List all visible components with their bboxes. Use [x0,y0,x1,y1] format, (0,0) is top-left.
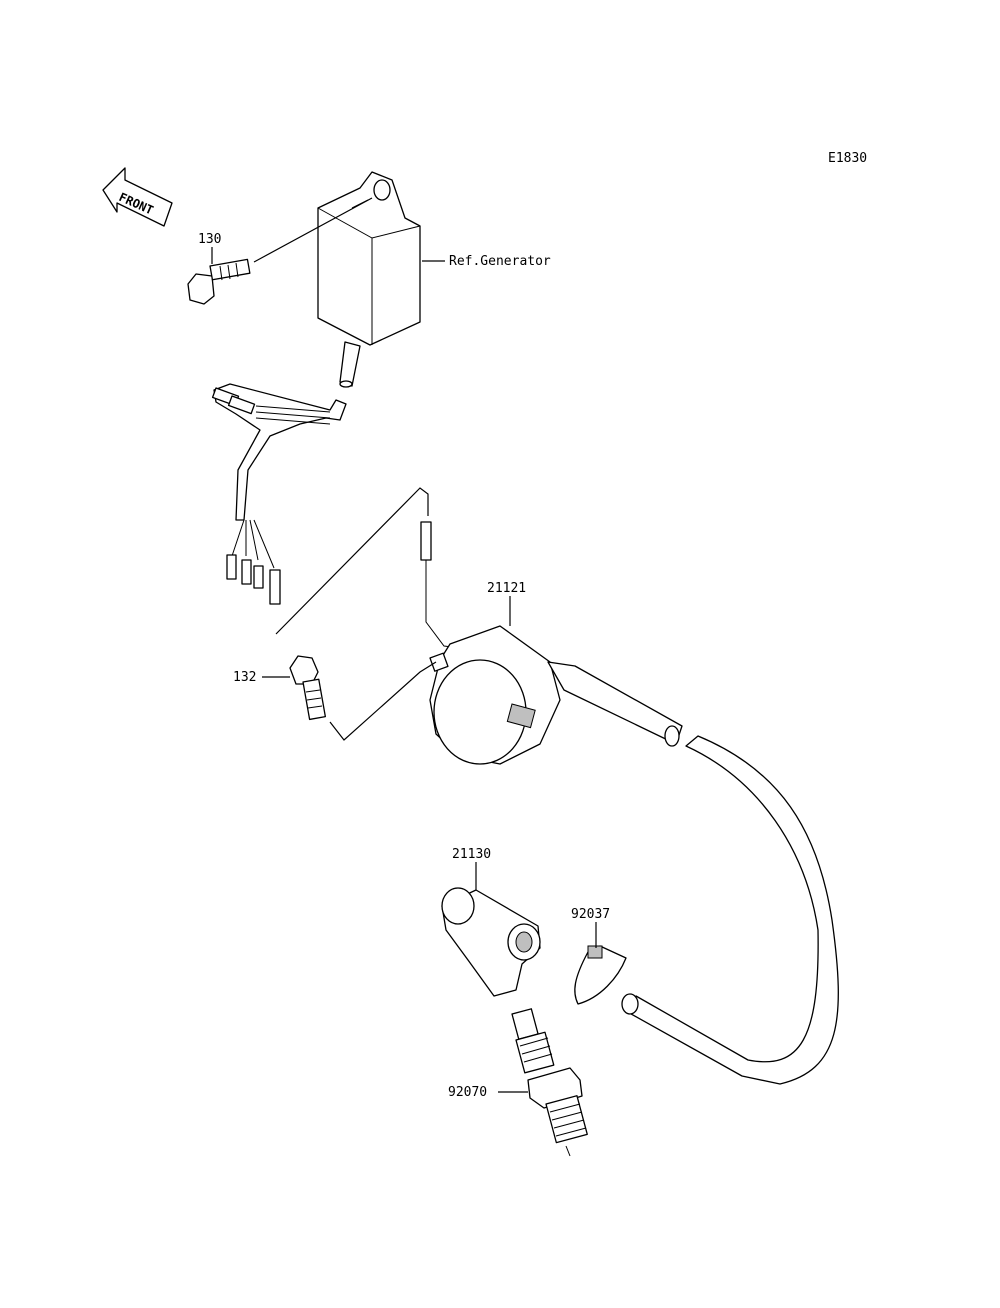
label-132: 132 [233,670,256,685]
front-arrow-icon: FRONT [102,167,173,227]
label-21121: 21121 [487,581,526,596]
label-92070: 92070 [448,1085,487,1100]
spark-plug-cap [441,887,541,997]
spark-plug [511,1008,588,1157]
bolt-130-icon [187,258,251,305]
label-92037: 92037 [571,907,610,922]
bolt-130-line [253,197,373,263]
ignition-coil [420,521,839,1085]
wire-harness [211,383,347,605]
ref-generator-unit [317,171,421,388]
diagram-code: E1830 [828,151,867,166]
label-21130: 21130 [452,847,491,862]
bolt-132-icon [289,655,327,721]
label-ref-generator: Ref.Generator [449,254,551,269]
label-130: 130 [198,232,221,247]
bolt-132-line [329,661,437,741]
clamp-92037 [574,945,627,1005]
connector-line [275,487,429,635]
